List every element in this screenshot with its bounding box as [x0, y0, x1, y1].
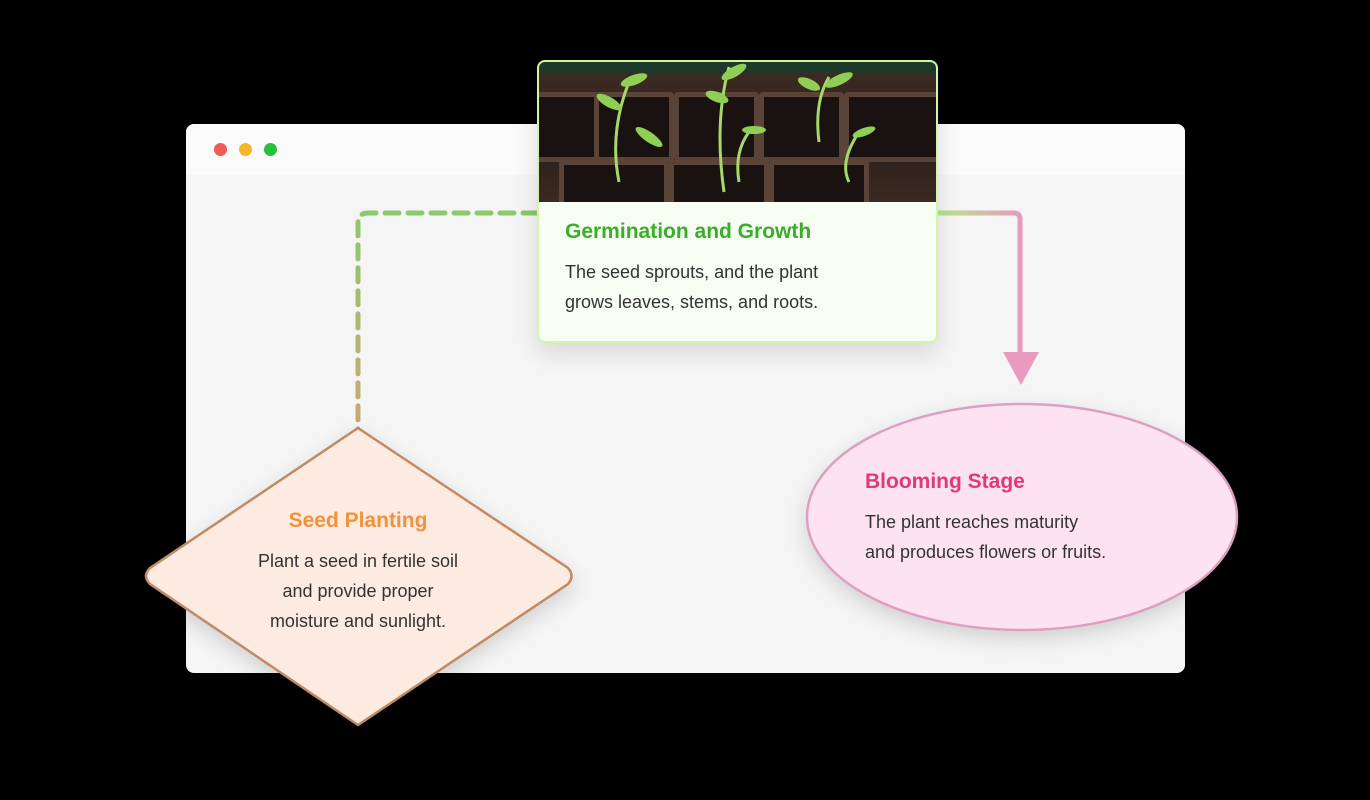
description-line: moisture and sunlight. — [269, 611, 447, 631]
maximize-window-button[interactable] — [264, 143, 277, 156]
seed-planting-description: Plant a seed in fertile soil and provide… — [208, 546, 508, 636]
description-line: and provide proper — [282, 581, 434, 601]
description-line: Plant a seed in fertile soil — [257, 551, 459, 571]
arrow-connector — [938, 210, 1023, 360]
arrow-head-icon — [1003, 352, 1039, 385]
seed-planting-title: Seed Planting — [288, 509, 428, 532]
blooming-stage-title: Blooming Stage — [865, 470, 1025, 493]
germination-card: Germination and Growth The seed sprouts,… — [537, 60, 938, 343]
germination-description: The seed sprouts, and the plant grows le… — [565, 257, 818, 317]
germination-title: Germination and Growth — [565, 220, 812, 243]
seedlings-photo — [539, 62, 936, 202]
description-line: grows leaves, stems, and roots. — [565, 292, 819, 312]
minimize-window-button[interactable] — [239, 143, 252, 156]
blooming-stage-description: The plant reaches maturity and produces … — [865, 507, 1106, 567]
seed-planting-diamond — [144, 426, 573, 727]
description-line: The seed sprouts, and the plant — [565, 262, 819, 282]
blooming-stage-ellipse — [805, 402, 1239, 632]
description-line: The plant reaches maturity — [865, 512, 1079, 532]
sprouts-icon — [596, 63, 876, 193]
description-line: and produces flowers or fruits. — [865, 542, 1107, 562]
dashed-connector — [355, 210, 540, 433]
close-window-button[interactable] — [214, 143, 227, 156]
